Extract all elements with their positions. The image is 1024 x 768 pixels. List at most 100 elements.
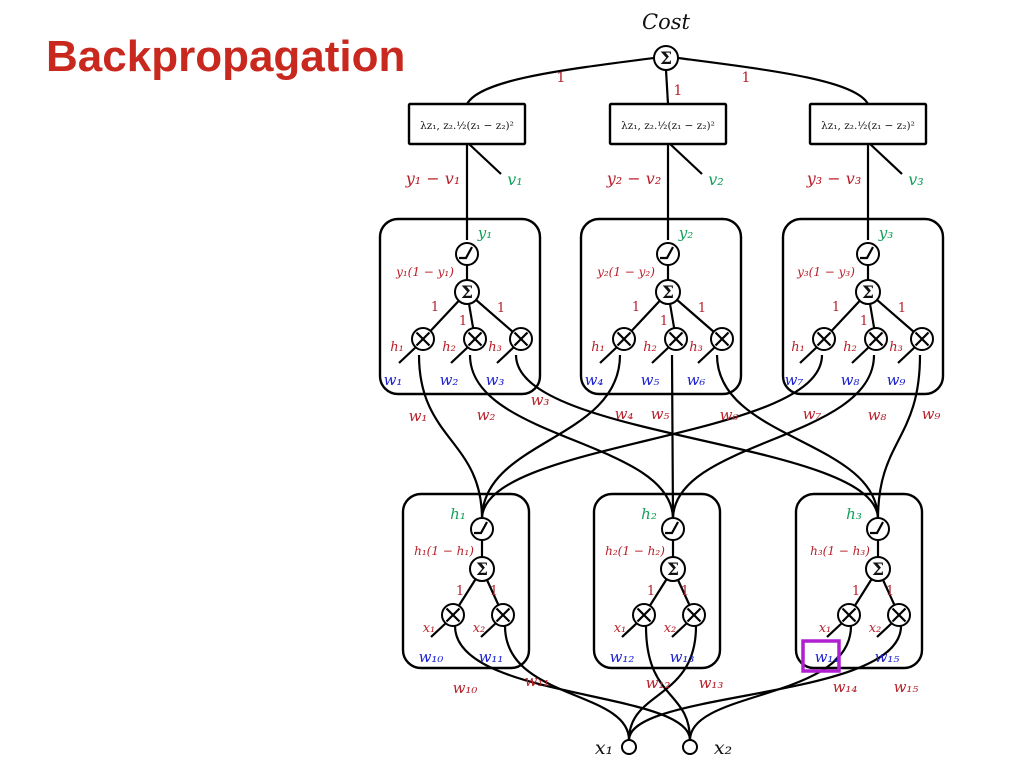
- target-label: v₂: [708, 170, 723, 189]
- derivative-label: y₃(1 − y₃): [796, 265, 855, 279]
- wire-weight-label: w₁₁: [525, 672, 550, 690]
- output-value-label: y₃: [878, 224, 894, 242]
- hidden-sigmoid-node-sigmoid-glyph: [665, 521, 679, 535]
- output-value-label: y₁: [477, 224, 493, 242]
- input-x2-label: x₂: [714, 737, 732, 759]
- wire-weight-label: w₉: [922, 405, 941, 423]
- wire-weight-label: w₄: [615, 405, 634, 423]
- input-wire: [644, 625, 692, 741]
- output-sigmoid-node-sigmoid-glyph: [860, 246, 874, 260]
- edge-label: 1: [647, 584, 655, 599]
- output-sum-node: [655, 279, 681, 305]
- input-label: h₂: [643, 340, 657, 355]
- hidden-sum-node-symbol: Σ: [872, 560, 884, 580]
- weight-label: w₁₄: [815, 648, 840, 666]
- weight-input-wire: [621, 622, 638, 638]
- edge-label: 1: [456, 584, 464, 599]
- wire-weight-label: w₈: [868, 406, 887, 424]
- hidden-mul-node-cross-b: [686, 607, 702, 623]
- input-label: h₂: [442, 340, 456, 355]
- edge-label: 1: [681, 584, 689, 599]
- hidden-sum-node-symbol: Σ: [476, 560, 488, 580]
- target-wire: [869, 143, 903, 175]
- derivative-label: h₂(1 − h₂): [605, 544, 665, 558]
- edge-label: 1: [490, 584, 498, 599]
- weight-input-wire: [876, 622, 893, 638]
- input-label: h₃: [689, 340, 703, 355]
- cost-edge-1: [466, 56, 655, 105]
- edge-label: 1: [497, 301, 505, 316]
- output-mul-node-cross-b: [714, 331, 730, 347]
- weight-input-wire: [799, 346, 818, 364]
- output-mul-node-cross-b: [816, 331, 832, 347]
- edge-label: 1: [832, 300, 840, 315]
- wire-weight-label: w₇: [803, 405, 822, 423]
- wire-weight-label: w₂: [477, 406, 496, 424]
- edge-label: 1: [698, 301, 706, 316]
- weight-label: w₁₂: [610, 648, 635, 666]
- hidden-sum-node: [469, 556, 495, 582]
- edge-label: 1: [632, 300, 640, 315]
- cost-edge-3: [677, 56, 869, 105]
- hidden-mul-node-cross-b: [891, 607, 907, 623]
- output-sum-node: [855, 279, 881, 305]
- derivative-label: h₁(1 − h₁): [414, 544, 474, 558]
- input-wire: [453, 625, 692, 741]
- hidden-sum-node: [865, 556, 891, 582]
- edge-label: 1: [431, 300, 439, 315]
- input-label: h₁: [390, 340, 404, 355]
- network-input-node: [682, 739, 698, 755]
- highlight-box: [801, 639, 841, 673]
- weight-label: w₇: [785, 371, 804, 389]
- cross-layer-wire: [715, 354, 880, 520]
- output-value-label: y₂: [678, 224, 694, 242]
- gradient-label: y₁ − v₁: [405, 169, 460, 188]
- wire-weight-label: w₅: [651, 405, 670, 423]
- hidden-sum-node-symbol: Σ: [667, 560, 679, 580]
- wire-weight-label: w₆: [720, 406, 739, 424]
- hidden-sum-node: [660, 556, 686, 582]
- input-wire: [503, 625, 631, 741]
- wire-weight-label: w₁₂: [646, 674, 671, 692]
- network-input-node: [621, 739, 637, 755]
- input-label: h₁: [591, 340, 605, 355]
- input-label: h₃: [488, 340, 502, 355]
- weight-label: w₁₅: [875, 648, 900, 666]
- weight-input-wire: [897, 346, 916, 364]
- hidden-mul-node-cross-b: [495, 607, 511, 623]
- output-mul-node-cross-b: [868, 331, 884, 347]
- cross-layer-wire: [671, 354, 876, 520]
- derivative-label: y₂(1 − y₂): [596, 265, 655, 279]
- hidden-unit-box: [592, 492, 722, 670]
- output-unit-box: [781, 217, 945, 396]
- slide-title: Backpropagation: [46, 32, 406, 81]
- weight-label: w₄: [585, 371, 604, 389]
- hidden-mul-node-cross-b: [841, 607, 857, 623]
- cost-sum-node: [653, 45, 679, 71]
- input-wire: [627, 625, 698, 741]
- input-label: x₂: [473, 621, 486, 636]
- input-label: x₁: [614, 621, 627, 636]
- weight-label: w₁₃: [670, 648, 695, 666]
- output-mul-node-cross-b: [616, 331, 632, 347]
- weight-input-wire: [430, 622, 447, 638]
- wire-weight-label: w₁₄: [833, 678, 858, 696]
- input-label: x₁: [423, 621, 436, 636]
- output-unit-box: [579, 217, 743, 396]
- output-mul-node-cross-b: [415, 331, 431, 347]
- weight-label: w₈: [841, 371, 860, 389]
- hidden-mul-node-cross-b: [636, 607, 652, 623]
- weight-input-wire: [671, 622, 688, 638]
- cross-layer-wire: [480, 354, 622, 520]
- weight-label: w₆: [687, 371, 706, 389]
- weight-input-wire: [697, 346, 716, 364]
- hidden-mul-node-cross-b: [445, 607, 461, 623]
- input-label: x₁: [819, 621, 832, 636]
- hidden-sigmoid-node-sigmoid-glyph: [870, 521, 884, 535]
- output-sigmoid-node-sigmoid-glyph: [459, 246, 473, 260]
- gradient-label: y₃ − v₃: [806, 169, 861, 188]
- cross-layer-wire: [417, 354, 484, 520]
- gradient-label: y₂ − v₂: [606, 169, 661, 188]
- edge-label: 1: [860, 314, 868, 329]
- derivative-label: y₁(1 − y₁): [395, 265, 454, 279]
